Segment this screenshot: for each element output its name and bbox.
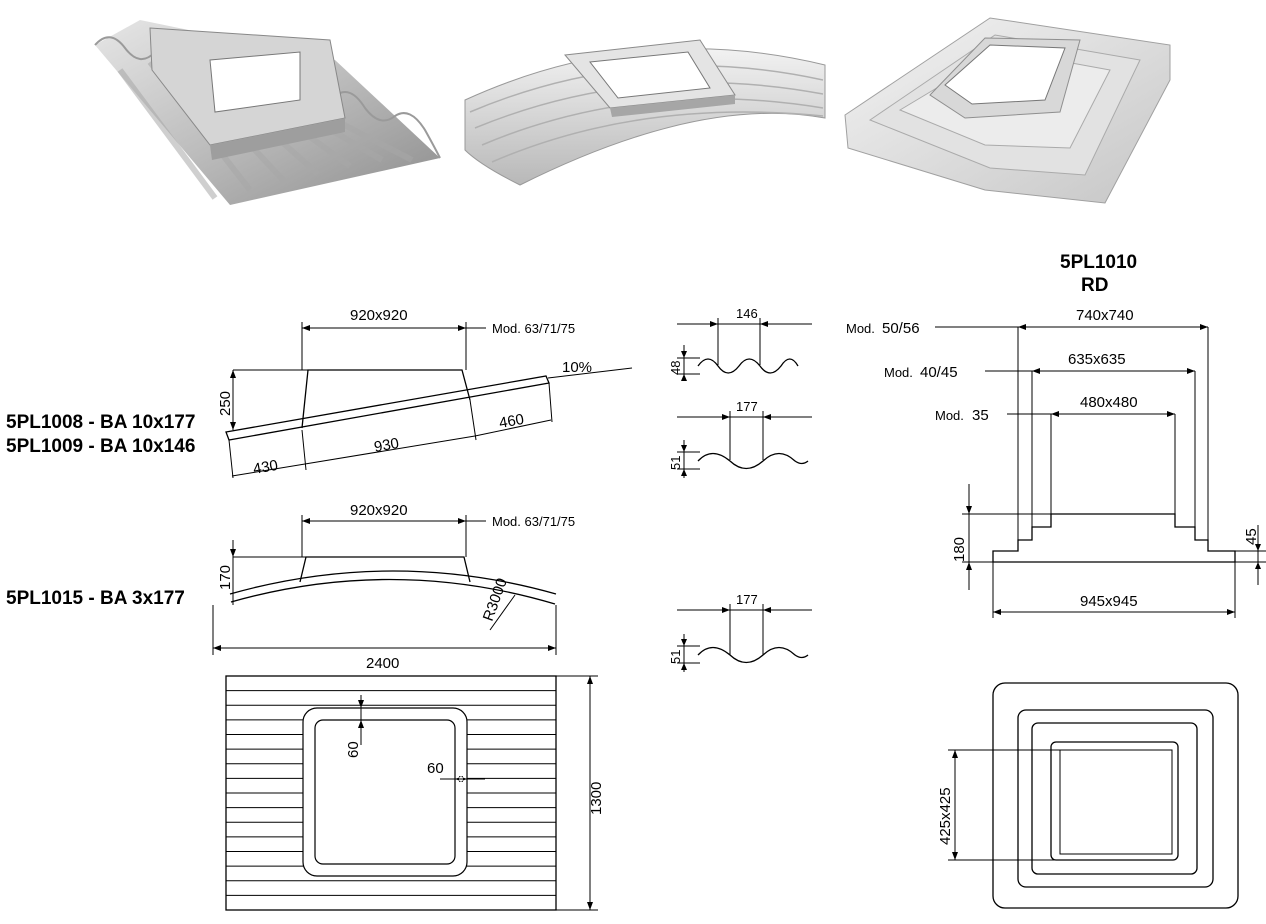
slope-percent: 10% xyxy=(562,359,592,376)
rd-base-dim: 945x945 xyxy=(1080,593,1138,610)
rd-mod-b-value: 40/45 xyxy=(920,364,958,381)
rd-height-dim: 180 xyxy=(951,537,968,562)
rd-section-drawing xyxy=(935,324,1266,618)
label-5pl1008: 5PL1008 - BA 10x177 xyxy=(6,412,195,433)
sloped-seg-left: 430 xyxy=(252,457,280,478)
product-photo-corrugated xyxy=(94,20,441,205)
sloped-seg-right: 460 xyxy=(498,411,526,432)
rd-mod-b-prefix: Mod. xyxy=(884,365,913,380)
wave1-height: 48 xyxy=(668,361,683,375)
wave2-height: 51 xyxy=(668,456,683,470)
label-5pl1010: 5PL1010 xyxy=(1060,252,1137,273)
plan-margin-top: 60 xyxy=(345,741,362,758)
sloped-seg-mid: 930 xyxy=(373,435,401,456)
wave3-pitch: 177 xyxy=(736,592,758,607)
curved-radius: R3000 xyxy=(480,576,511,623)
rd-dim-740: 740x740 xyxy=(1076,307,1134,324)
rd-dim-635: 635x635 xyxy=(1068,351,1126,368)
wave-profile-2 xyxy=(677,411,812,478)
wave3-height: 51 xyxy=(668,650,683,664)
rd-mod-c-value: 35 xyxy=(972,407,989,424)
sloped-mod-label: Mod. 63/71/75 xyxy=(492,321,575,336)
sloped-section-drawing xyxy=(225,322,633,479)
curved-height-dim: 170 xyxy=(217,565,234,590)
label-5pl1009: 5PL1009 - BA 10x146 xyxy=(6,436,195,457)
product-photo-pyramid xyxy=(844,17,1171,204)
sloped-opening-dim: 920x920 xyxy=(350,307,408,324)
plan-margin-right: 60 xyxy=(427,760,444,777)
curved-mod-label: Mod. 63/71/75 xyxy=(492,514,575,529)
wave-profile-1 xyxy=(677,318,812,381)
plan-view-drawing xyxy=(225,675,598,911)
rd-plan-opening: 425x425 xyxy=(937,787,954,845)
rd-plan-drawing xyxy=(948,682,1239,909)
product-photo-arched xyxy=(464,39,826,186)
rd-mod-a-value: 50/56 xyxy=(882,320,920,337)
wave1-pitch: 146 xyxy=(736,306,758,321)
curved-opening-dim: 920x920 xyxy=(350,502,408,519)
label-5pl1015: 5PL1015 - BA 3x177 xyxy=(6,588,185,609)
rd-step-dim: 45 xyxy=(1243,528,1260,545)
wave-profile-3 xyxy=(677,604,812,672)
wave2-pitch: 177 xyxy=(736,399,758,414)
rd-mod-a-prefix: Mod. xyxy=(846,321,875,336)
sloped-height-dim: 250 xyxy=(217,391,234,416)
rd-mod-c-prefix: Mod. xyxy=(935,408,964,423)
curved-length-dim: 2400 xyxy=(366,655,399,672)
rd-dim-480: 480x480 xyxy=(1080,394,1138,411)
curved-section-drawing xyxy=(212,515,557,655)
plan-width-dim: 1300 xyxy=(588,782,605,815)
label-rd: RD xyxy=(1081,275,1108,296)
